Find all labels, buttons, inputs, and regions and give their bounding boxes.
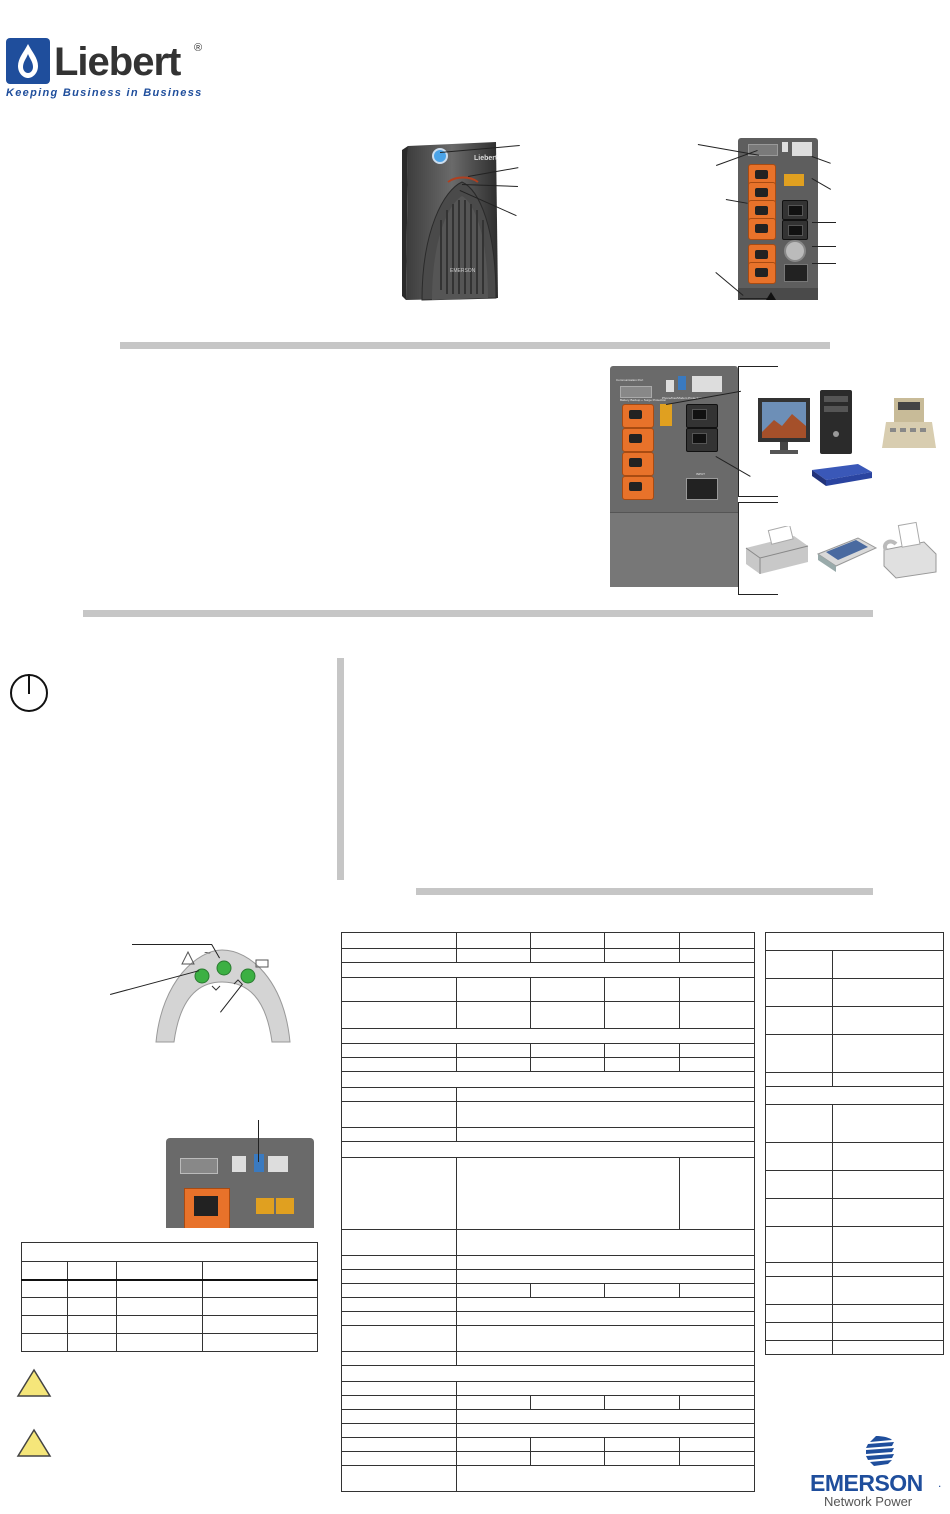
rear-panel-detail [166,1138,314,1228]
troubleshooting-table [765,932,944,1355]
liebert-logo: Liebert ® Keeping Business in Business [6,38,206,102]
network-power: Network Power [824,1494,913,1509]
rear-label-comm: Communication Port [616,378,644,382]
section-divider [120,342,830,349]
led-indicator-panel: ~ [150,940,295,1045]
tower-badge: EMERSON [450,268,476,274]
emerson-globe-icon [866,1436,894,1466]
brand-tagline: Keeping Business in Business [6,87,203,99]
scanner-icon [816,537,878,572]
emerson-logo: EMERSON . Network Power [810,1434,946,1510]
rear-label-backup: Battery Backup + Surge Protection [620,398,667,402]
section-divider [416,888,873,895]
battery-icon [255,959,269,968]
emerson-wordmark: EMERSON [810,1470,923,1496]
ups-connection-rear: Communication Port Battery Backup + Surg… [610,366,738,587]
specifications-table [341,932,755,1492]
column-divider [337,658,344,880]
power-icon [10,674,48,712]
cash-register-icon [882,398,936,448]
small-table [21,1242,318,1352]
led-ac [216,960,232,976]
fax-machine-icon [883,521,937,579]
rear-label-input: INPUT [696,472,705,476]
ups-rear-illustration [738,138,818,300]
led-battery [240,968,256,984]
warning-icon [16,1428,52,1457]
rear-label-phone: Phone/Fax/Modem Protection [662,396,702,400]
emerson-tm: . [938,1476,942,1490]
computer-tower-icon [820,390,852,454]
ac-sine-symbol: ~ [204,946,212,960]
printer-icon [745,526,809,574]
brand-name: Liebert [54,40,181,84]
registered-mark: ® [194,42,203,54]
warning-icon [181,950,195,965]
ups-front-illustration: Liebert EMERSON [400,140,500,302]
arrow-up-icon [766,292,776,300]
liebert-drop-icon [6,38,50,84]
section-divider [83,610,873,617]
tower-brand-label: Liebert [474,155,498,162]
led-fault [194,968,210,984]
monitor-icon [758,398,810,454]
warning-icon [16,1368,52,1397]
router-icon [812,464,872,486]
